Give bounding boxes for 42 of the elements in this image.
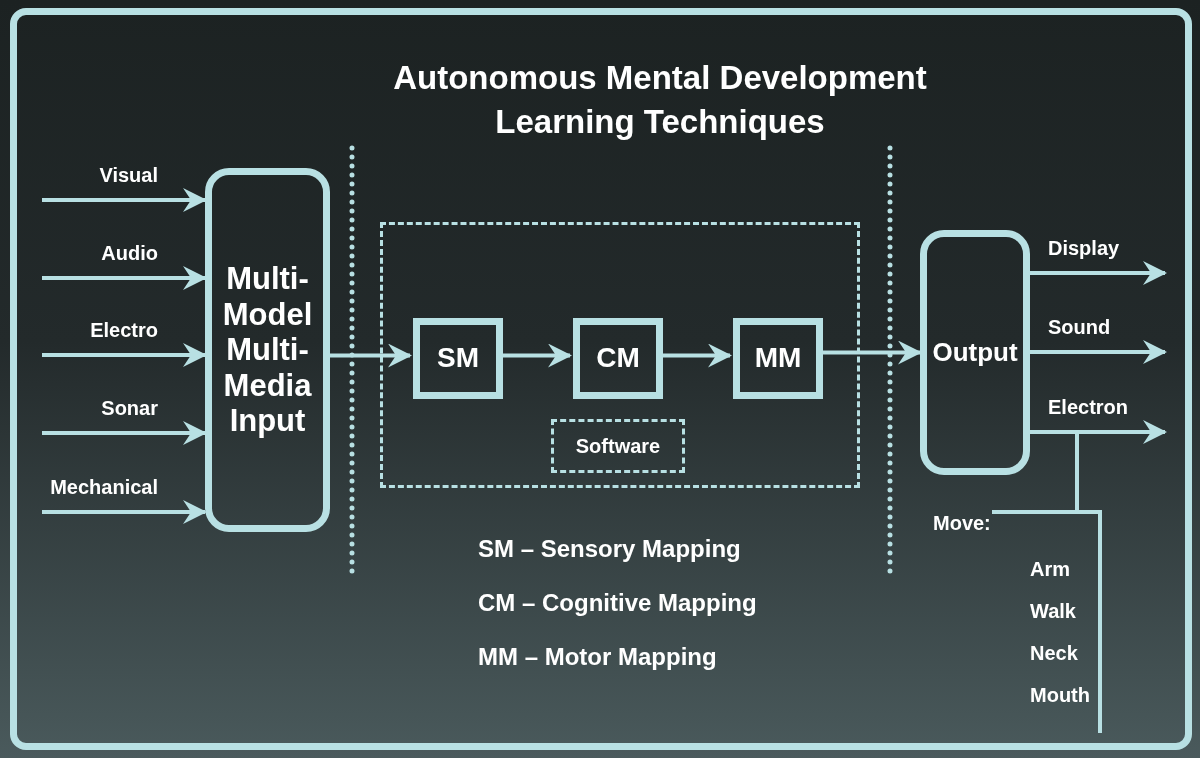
edge-label: Visual: [99, 164, 158, 187]
edge-label: Electron: [1048, 396, 1129, 419]
label: Mouth: [1030, 684, 1090, 707]
edge-label: Mechanical: [50, 476, 158, 499]
abbreviation-note: MM – Motor Mapping: [478, 643, 717, 671]
process-box: [413, 318, 503, 399]
node-label: SM: [437, 342, 479, 375]
node-label: Multi-Model Multi-Media Input: [221, 260, 314, 440]
edge-label: Sound: [1048, 316, 1111, 339]
arrow: [42, 421, 207, 445]
label: Move:: [933, 512, 991, 535]
title: Autonomous Mental Development Learning Techniques: [392, 58, 928, 142]
arrow: [1030, 261, 1167, 285]
output-box: [920, 230, 1030, 475]
edge-label: Electro: [90, 319, 158, 342]
node-label: CM: [596, 342, 640, 375]
arrow: [42, 500, 207, 524]
node-label: Software: [575, 434, 661, 458]
dashed-group-box: [380, 222, 860, 488]
input-box: [205, 168, 330, 532]
arrow: [42, 343, 207, 367]
arrow: [330, 343, 412, 368]
arrow: [42, 188, 207, 212]
label: Walk: [1030, 600, 1076, 623]
arrow: [500, 343, 572, 368]
abbreviation-note: SM – Sensory Mapping: [478, 535, 741, 563]
arrow: [660, 343, 732, 368]
process-box: [733, 318, 823, 399]
arrow: [820, 340, 922, 365]
arrow: [42, 266, 207, 290]
label: Arm: [1030, 558, 1070, 581]
node-label: MM: [754, 342, 802, 375]
label: Neck: [1030, 642, 1078, 665]
edge-label: Audio: [101, 242, 158, 265]
software-box: [551, 419, 685, 473]
edge-label: Display: [1048, 237, 1120, 260]
arrow: [1030, 340, 1167, 364]
arrow: [1030, 420, 1167, 444]
node-label: Output: [932, 337, 1018, 368]
process-box: [573, 318, 663, 399]
abbreviation-note: CM – Cognitive Mapping: [478, 589, 757, 617]
edge-label: Sonar: [101, 397, 158, 420]
